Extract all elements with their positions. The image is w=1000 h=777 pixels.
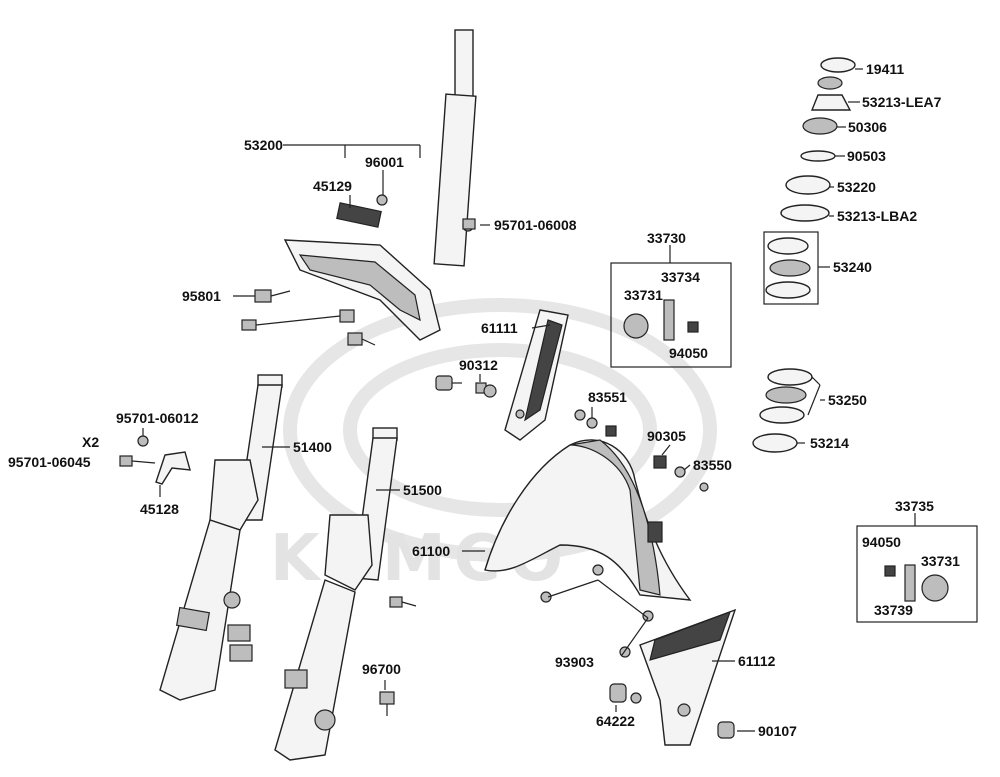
label-61100: 61100 <box>412 543 450 559</box>
reflector-kit-33730 <box>610 262 732 368</box>
label-90312: 90312 <box>459 357 498 373</box>
label-93903: 93903 <box>555 654 594 670</box>
hardware-middle <box>435 218 735 739</box>
label-83551: 83551 <box>588 389 627 405</box>
label-90107: 90107 <box>758 723 797 739</box>
label-53240: 53240 <box>833 259 872 275</box>
label-95701-06008: 95701-06008 <box>494 217 577 233</box>
fork-leg-right <box>274 427 398 761</box>
fender-side-61112 <box>639 608 737 746</box>
label-51400: 51400 <box>293 439 332 455</box>
label-95801: 95801 <box>182 288 221 304</box>
label-53213-lea7: 53213-LEA7 <box>862 94 942 110</box>
label-95701-06045: 95701-06045 <box>8 454 91 470</box>
label-53250: 53250 <box>828 392 867 408</box>
label-53213-lba2: 53213-LBA2 <box>837 208 917 224</box>
label-53220: 53220 <box>837 179 876 195</box>
label-90305: 90305 <box>647 428 686 444</box>
label-33734: 33734 <box>661 269 700 285</box>
label-94050-a: 94050 <box>669 345 708 361</box>
reflector-kit-33735 <box>856 525 978 623</box>
bolts-95801 <box>241 289 376 346</box>
label-90503: 90503 <box>847 148 886 164</box>
label-53200: 53200 <box>244 137 283 153</box>
label-19411: 19411 <box>866 61 904 77</box>
label-33731-b: 33731 <box>921 553 960 569</box>
label-61112: 61112 <box>738 653 776 669</box>
label-33735: 33735 <box>895 498 934 514</box>
label-96001: 96001 <box>365 154 404 170</box>
label-51500: 51500 <box>403 482 442 498</box>
label-94050-b: 94050 <box>862 534 901 550</box>
bolts-small-left <box>119 435 417 716</box>
label-61111: 61111 <box>481 320 518 336</box>
label-33739: 33739 <box>874 602 913 618</box>
label-50306: 50306 <box>848 119 887 135</box>
part-labels: 53200 96001 45129 95701-06008 95801 9570… <box>8 61 960 739</box>
label-x2: X2 <box>82 434 99 450</box>
fork-leg-left <box>159 374 283 701</box>
label-95701-06012: 95701-06012 <box>116 410 199 426</box>
label-83550: 83550 <box>693 457 732 473</box>
fender-side-61111 <box>504 309 569 441</box>
label-53214: 53214 <box>810 435 849 451</box>
label-96700: 96700 <box>362 661 401 677</box>
label-45129: 45129 <box>313 178 352 194</box>
label-33730: 33730 <box>647 230 686 246</box>
leader-lines <box>142 68 916 732</box>
label-64222: 64222 <box>596 713 635 729</box>
front-fender <box>484 439 692 601</box>
label-45128: 45128 <box>140 501 179 517</box>
label-33731-a: 33731 <box>624 287 663 303</box>
